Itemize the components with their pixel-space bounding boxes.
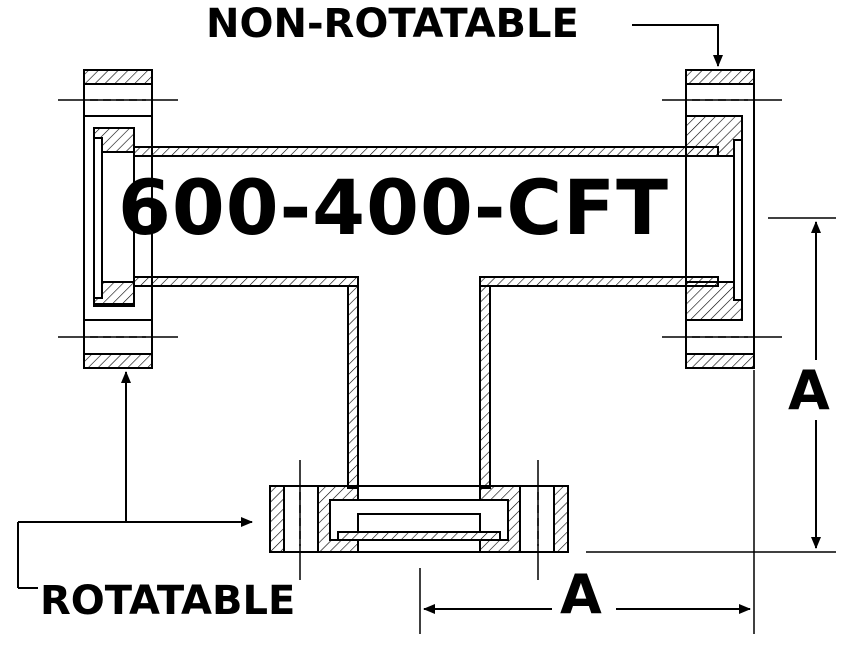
- dim-horizontal-a: [419, 370, 755, 634]
- rotatable-label: ROTATABLE: [40, 578, 296, 624]
- dim-vertical-a: [586, 217, 836, 553]
- branch-tube: [347, 285, 491, 489]
- bottom-flange: [269, 460, 569, 580]
- leader-non-rotatable: [632, 24, 723, 67]
- dimension-a-vertical-label: A: [788, 359, 830, 422]
- part-number-title: 600-400-CFT: [118, 163, 669, 252]
- dimension-a-horizontal-label: A: [560, 563, 602, 626]
- leader-rotatable: [17, 371, 253, 589]
- non-rotatable-label: NON-ROTATABLE: [206, 1, 579, 47]
- left-flange-rotatable: [58, 69, 178, 369]
- right-flange-non-rotatable: [662, 69, 782, 369]
